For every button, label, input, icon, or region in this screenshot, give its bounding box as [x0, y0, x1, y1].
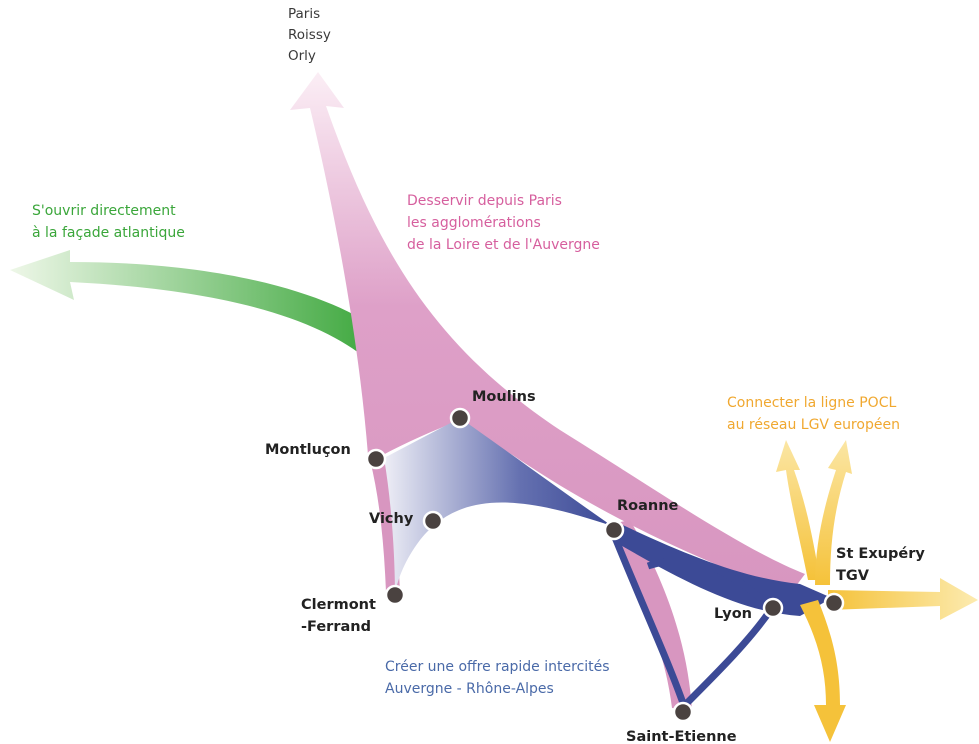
europe-arrow-east: [828, 578, 978, 620]
city-label-clermont: Clermont -Ferrand: [301, 594, 376, 638]
paris-annotation-line-2: les agglomérations: [407, 215, 541, 231]
node-vichy[interactable]: [422, 510, 444, 532]
city-label-clermont-line-2: -Ferrand: [301, 619, 371, 635]
paris-destination-line-2: Roissy: [288, 27, 331, 43]
atlantic-arrow: [10, 250, 382, 360]
node-moulins[interactable]: [449, 407, 471, 429]
europe-arrow-north-right: [815, 440, 852, 585]
intercity-annotation: Créer une offre rapide intercités Auverg…: [385, 656, 610, 700]
europe-annotation-line-1: Connecter la ligne POCL: [727, 395, 897, 411]
city-label-saint-etienne: Saint-Etienne: [626, 729, 737, 744]
intercity-annotation-line-1: Créer une offre rapide intercités: [385, 659, 610, 675]
paris-axis-arrow: [290, 72, 805, 594]
paris-annotation: Desservir depuis Paris les agglomération…: [407, 190, 600, 256]
intercity-roanne-stexupery: [612, 520, 832, 616]
paris-destination-line-1: Paris: [288, 6, 321, 22]
europe-arrow-south: [800, 600, 846, 742]
city-label-vichy: Vichy: [369, 511, 414, 527]
europe-annotation-line-2: au réseau LGV européen: [727, 417, 900, 433]
atlantic-annotation-line-1: S'ouvrir directement: [32, 203, 176, 219]
intercity-network: [384, 418, 612, 594]
europe-arrow-north-left: [776, 440, 820, 580]
node-lyon[interactable]: [762, 597, 784, 619]
paris-annotation-line-3: de la Loire et de l'Auvergne: [407, 237, 600, 253]
city-label-montlucon: Montluçon: [265, 442, 351, 458]
atlantic-annotation-line-2: à la façade atlantique: [32, 225, 185, 241]
intercity-annotation-line-2: Auvergne - Rhône-Alpes: [385, 681, 554, 697]
node-st-exupery[interactable]: [823, 592, 845, 614]
atlantic-annotation: S'ouvrir directement à la façade atlanti…: [32, 200, 185, 244]
city-label-st-exupery: St Exupéry TGV: [836, 543, 925, 587]
node-saint-etienne[interactable]: [672, 701, 694, 723]
paris-destination-line-3: Orly: [288, 48, 316, 64]
node-clermont[interactable]: [384, 584, 406, 606]
europe-annotation: Connecter la ligne POCL au réseau LGV eu…: [727, 392, 900, 436]
city-label-st-exupery-line-2: TGV: [836, 568, 870, 584]
city-label-st-exupery-line-1: St Exupéry: [836, 546, 925, 562]
paris-axis-clermont-branch: [370, 456, 400, 592]
city-label-moulins: Moulins: [472, 389, 536, 405]
city-label-clermont-line-1: Clermont: [301, 597, 376, 613]
paris-destination-label: Paris Roissy Orly: [288, 4, 331, 67]
paris-annotation-line-1: Desservir depuis Paris: [407, 193, 562, 209]
city-label-roanne: Roanne: [617, 498, 679, 514]
node-roanne[interactable]: [603, 519, 625, 541]
node-montlucon[interactable]: [365, 448, 387, 470]
city-label-lyon: Lyon: [714, 606, 752, 622]
intercity-stetienne-loop: [608, 528, 775, 709]
